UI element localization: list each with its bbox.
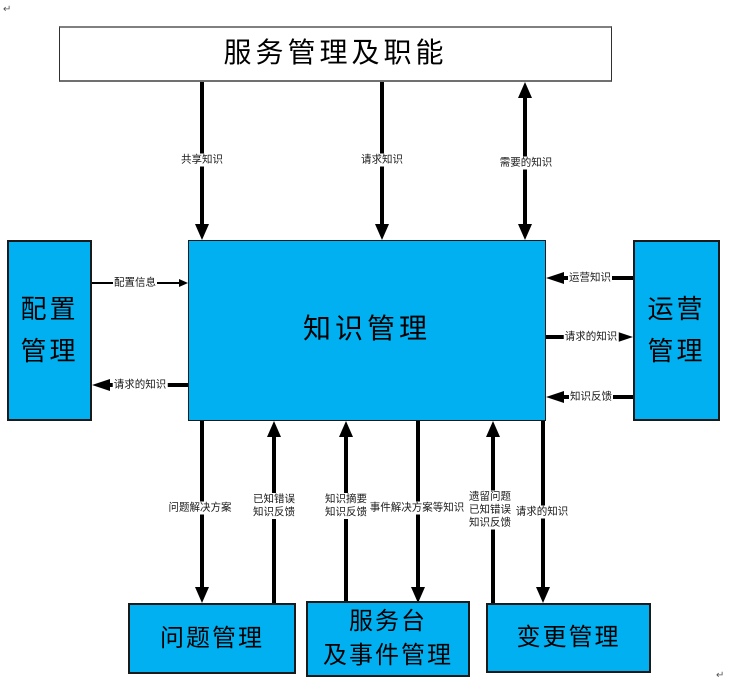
label-known-errors-1: 已知错误 (253, 494, 295, 505)
box-service-management: 服务管理及职能 (59, 26, 612, 82)
label-knowledge-summary-feedback: 知识摘要 知识反馈 (324, 493, 368, 519)
arrow-known-errors-1-shaft (272, 435, 276, 603)
label-knowledge-feedback-right: 知识反馈 (569, 390, 613, 404)
box-knowledge-management-label: 知识管理 (302, 314, 431, 346)
label-operations-knowledge: 运营知识 (568, 271, 612, 285)
box-knowledge-management: 知识管理 (188, 240, 546, 421)
label-requested-knowledge-right: 请求的知识 (563, 330, 619, 344)
box-service-desk-line2: 及事件管理 (323, 643, 453, 669)
arrow-requested-knowledge-bottom-shaft (541, 421, 545, 589)
arrowhead-left-icon (546, 391, 564, 403)
box-problem-management-label: 问题管理 (160, 625, 264, 652)
label-leftover-known-feedback: 遗留问题 已知错误 知识反馈 (468, 490, 512, 530)
arrowhead-left-icon (92, 379, 110, 391)
label-needed-knowledge: 需要的知识 (498, 156, 554, 170)
box-service-desk-incident-management: 服务台 及事件管理 (306, 601, 470, 677)
label-knowledge-feedback-3: 知识反馈 (469, 517, 511, 529)
arrowhead-right-icon (615, 331, 633, 343)
box-configuration-management: 配置 管理 (7, 240, 92, 421)
label-knowledge-feedback-2: 知识反馈 (325, 507, 367, 518)
arrowhead-up-icon (486, 421, 500, 437)
box-operations-management-line2: 管理 (647, 336, 706, 366)
label-knowledge-summary: 知识摘要 (325, 494, 367, 505)
arrowhead-down-icon (375, 224, 389, 240)
label-known-errors-2: 已知错误 (469, 504, 511, 516)
arrowhead-down-icon (518, 224, 532, 240)
label-problem-solutions: 问题解决方案 (167, 501, 233, 515)
label-requested-knowledge-bottom: 请求的知识 (514, 505, 570, 519)
paragraph-mark-bottom: ↵ (716, 670, 725, 681)
box-operations-management: 运营 管理 (633, 240, 720, 421)
arrowhead-down-icon (411, 587, 425, 603)
paragraph-mark-top: ↵ (3, 4, 12, 15)
box-operations-management-line1: 运营 (647, 294, 706, 324)
box-service-management-label: 服务管理及职能 (223, 37, 448, 69)
label-config-info: 配置信息 (113, 276, 157, 290)
label-known-errors-feedback-1: 已知错误 知识反馈 (252, 493, 296, 519)
label-incident-solutions: 事件解决方案等知识 (368, 501, 466, 515)
arrowhead-down-icon (195, 224, 209, 240)
box-configuration-management-line1: 配置 (20, 294, 79, 324)
arrowhead-left-icon (546, 272, 564, 284)
arrowhead-up-icon (518, 82, 532, 98)
box-change-management-label: 变更管理 (516, 625, 621, 651)
arrowhead-right-icon (179, 279, 188, 287)
label-request-knowledge: 请求知识 (360, 153, 404, 167)
arrow-knowledge-summary-shaft (344, 435, 348, 603)
arrowhead-down-icon (195, 587, 209, 603)
box-change-management: 变更管理 (486, 603, 651, 673)
box-service-desk-line1: 服务台 (349, 609, 427, 635)
label-leftover-problems: 遗留问题 (469, 491, 511, 503)
label-share-knowledge: 共享知识 (180, 153, 224, 167)
label-knowledge-feedback-1: 知识反馈 (253, 507, 295, 518)
arrowhead-down-icon (536, 587, 550, 603)
arrowhead-up-icon (339, 421, 353, 437)
box-configuration-management-line2: 管理 (20, 336, 79, 366)
box-problem-management: 问题管理 (128, 603, 296, 674)
arrowhead-up-icon (267, 421, 281, 437)
label-requested-knowledge-left: 请求的知识 (112, 378, 168, 392)
